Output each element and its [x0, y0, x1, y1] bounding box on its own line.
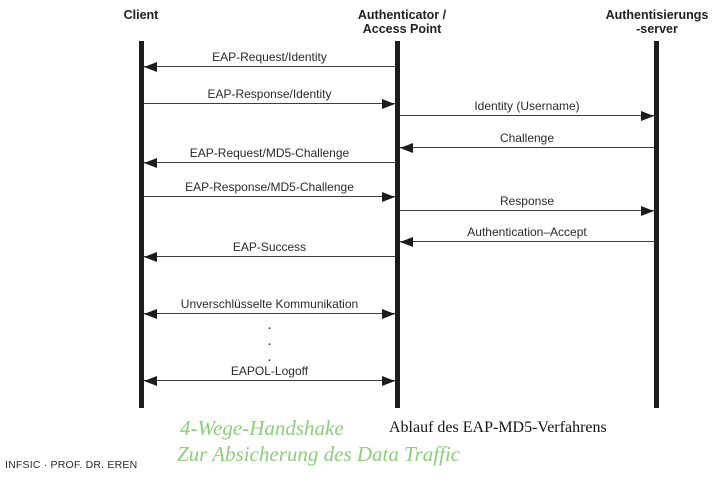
- arrow-line: [400, 142, 654, 153]
- message-label: Unverschlüsselte Kommunikation: [180, 297, 359, 311]
- figure-caption: Ablauf des EAP-MD5-Verfahrens: [389, 419, 607, 436]
- arrow-line: [144, 191, 395, 202]
- arrow-line: [400, 236, 654, 247]
- message-label: Challenge: [499, 131, 555, 145]
- message-label: Response: [499, 194, 555, 208]
- ellipsis-dot: .: [267, 332, 272, 349]
- actor-label-line1: Authentisierungs: [605, 8, 709, 22]
- slide-note-line2: Zur Absicherung des Data Traffic: [177, 442, 461, 466]
- message-label: Authentication–Accept: [467, 225, 587, 239]
- message-label: Identity (Username): [474, 99, 580, 113]
- vertical-ellipsis: . . .: [144, 316, 395, 368]
- arrow-line: [144, 308, 395, 319]
- message-label: EAP-Response/MD5-Challenge: [185, 180, 354, 194]
- arrow-line: [144, 61, 395, 72]
- actor-label-line1: Authenticator /: [357, 8, 447, 22]
- actor-header-authenticator: Authenticator / Access Point: [337, 8, 467, 36]
- actor-header-client: Client: [76, 8, 206, 22]
- message-label: EAP-Success: [232, 240, 307, 254]
- lifeline-client: [139, 41, 144, 408]
- actor-label-line2: Access Point: [362, 22, 442, 36]
- arrow-line: [144, 375, 395, 386]
- slide-note-line1: 4-Wege-Handshake: [180, 416, 344, 440]
- message-label: EAP-Response/Identity: [207, 87, 332, 101]
- message-label: EAP-Request/Identity: [212, 50, 327, 64]
- actor-label-line2: -server: [636, 22, 678, 36]
- lifeline-authenticator: [395, 41, 400, 408]
- arrow-line: [400, 205, 654, 216]
- ellipsis-dot: .: [267, 316, 272, 333]
- arrow-line: [144, 157, 395, 168]
- arrow-line: [144, 98, 395, 109]
- ellipsis-dot: .: [267, 348, 272, 365]
- footer-credit: INFSIC · PROF. DR. EREN: [5, 459, 138, 471]
- actor-label-line1: Client: [123, 8, 159, 22]
- arrow-line: [144, 251, 395, 262]
- actor-header-auth-server: Authentisierungs -server: [592, 8, 721, 36]
- message-label: EAP-Request/MD5-Challenge: [189, 146, 350, 160]
- arrow-line: [400, 110, 654, 121]
- message-label: EAPOL-Logoff: [230, 364, 309, 378]
- lifeline-auth-server: [654, 41, 659, 408]
